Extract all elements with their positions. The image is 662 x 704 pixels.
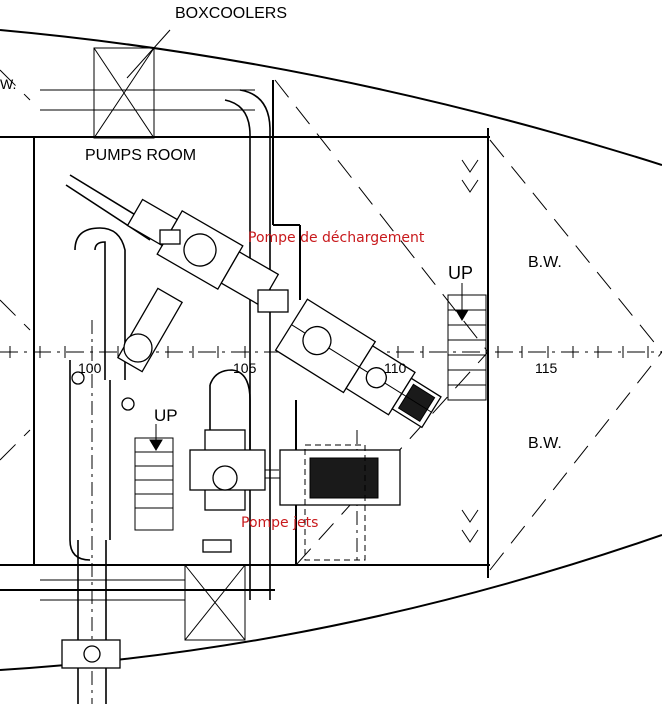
stair-right	[447, 283, 487, 401]
left-pump-assembly	[71, 198, 289, 411]
frame-number-105: 105	[233, 360, 257, 376]
bottom-pump	[61, 639, 121, 669]
bulkheads	[0, 80, 490, 591]
ballast-water-top-label: B.W.	[528, 254, 562, 271]
vent-marks	[461, 159, 479, 543]
up-label-right: UP	[448, 263, 474, 283]
jet-pump-assembly	[189, 429, 401, 561]
boxcoolers-label: BOXCOOLERS	[175, 5, 288, 22]
edge-text: W.	[0, 76, 17, 92]
pipework-left	[65, 89, 271, 704]
pumps-room-label: PUMPS ROOM	[85, 147, 197, 164]
boxcooler-frames	[40, 29, 255, 641]
frame-number-100: 100	[78, 360, 102, 376]
jet-pumps-label: Pompe jets	[241, 515, 319, 531]
frame-number-115: 115	[535, 360, 558, 376]
ballast-water-bottom-label: B.W.	[528, 435, 562, 452]
up-label-left: UP	[154, 406, 178, 425]
stair-left	[134, 424, 174, 531]
frame-number-110: 110	[384, 360, 407, 376]
discharge-pump	[274, 298, 442, 429]
discharge-pump-label: Pompe de déchargement	[248, 230, 425, 246]
